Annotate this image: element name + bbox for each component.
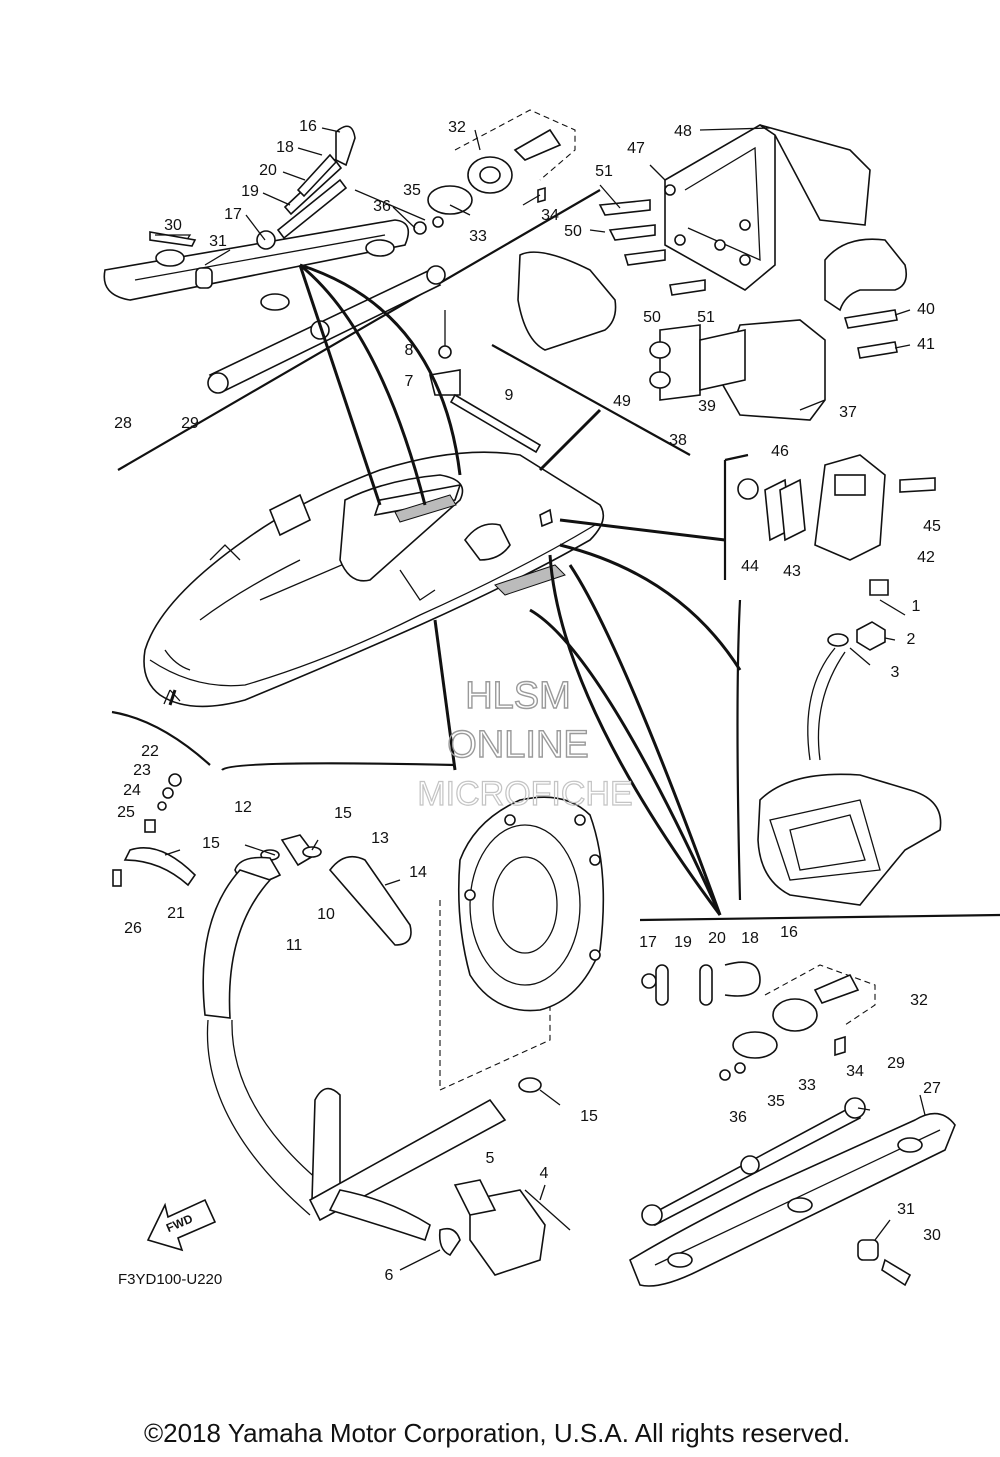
callout-9: 9 <box>505 387 514 404</box>
cover-assembly-upper <box>413 109 576 235</box>
callout-14: 14 <box>409 864 427 881</box>
pump-housing-center <box>439 796 605 1091</box>
callout-33: 33 <box>798 1077 816 1094</box>
callout-26: 26 <box>124 920 142 937</box>
callout-45: 45 <box>923 518 941 535</box>
callout-1: 1 <box>912 598 921 615</box>
hose-assembly <box>112 773 571 1276</box>
callout-36: 36 <box>373 198 391 215</box>
handle-assembly-lower <box>629 961 956 1287</box>
callout-29: 29 <box>887 1055 905 1072</box>
group-brackets <box>111 189 1000 922</box>
callout-34: 34 <box>541 207 559 224</box>
callout-44: 44 <box>741 558 759 575</box>
callout-20: 20 <box>259 162 277 179</box>
callout-30: 30 <box>923 1227 941 1244</box>
watermark: HLSM ONLINE MICROFICHE <box>417 674 634 813</box>
callout-7: 7 <box>405 373 414 390</box>
callout-46: 46 <box>771 443 789 460</box>
callout-3: 3 <box>891 664 900 681</box>
callout-31: 31 <box>209 233 227 250</box>
callout-22: 22 <box>141 743 159 760</box>
watermark-line1: HLSM <box>465 675 571 717</box>
callout-labels: 16 18 20 19 17 30 31 28 29 32 35 36 33 3… <box>114 118 941 1284</box>
callout-11: 11 <box>286 937 303 954</box>
callout-35: 35 <box>403 182 421 199</box>
callout-32: 32 <box>448 119 466 136</box>
callout-15: 15 <box>202 835 220 852</box>
callout-48: 48 <box>674 123 692 140</box>
callout-4: 4 <box>540 1165 549 1182</box>
callout-32: 32 <box>910 992 928 1009</box>
callout-27: 27 <box>923 1080 941 1097</box>
callout-8: 8 <box>405 342 414 359</box>
callout-51: 51 <box>697 309 715 326</box>
callout-49: 49 <box>613 393 631 410</box>
callout-17: 17 <box>224 206 242 223</box>
callout-16: 16 <box>299 118 317 135</box>
callout-20: 20 <box>708 930 726 947</box>
callout-50: 50 <box>564 223 582 240</box>
callout-51: 51 <box>595 163 613 180</box>
callout-19: 19 <box>241 183 259 200</box>
watercraft-hull <box>143 451 605 708</box>
tow-hook-assembly <box>737 454 936 561</box>
callout-16: 16 <box>780 924 798 941</box>
handle-assembly-upper <box>103 125 446 394</box>
callout-36: 36 <box>729 1109 747 1126</box>
leader-arrows <box>163 263 742 916</box>
callout-31: 31 <box>897 1201 915 1218</box>
callout-19: 19 <box>674 934 692 951</box>
watermark-line2: ONLINE <box>447 724 588 766</box>
clip-parts <box>429 310 542 454</box>
callout-43: 43 <box>783 563 801 580</box>
callout-39: 39 <box>698 398 716 415</box>
callout-37: 37 <box>839 404 857 421</box>
diagram-code: F3YD100-U220 <box>118 1271 222 1288</box>
callout-2: 2 <box>907 631 916 648</box>
callout-28: 28 <box>114 415 132 432</box>
callout-10: 10 <box>317 906 335 923</box>
callout-47: 47 <box>627 140 645 157</box>
callout-35: 35 <box>767 1093 785 1110</box>
copyright-notice: ©2018 Yamaha Motor Corporation, U.S.A. A… <box>144 1418 850 1448</box>
callout-15: 15 <box>580 1108 598 1125</box>
callout-15: 15 <box>334 805 352 822</box>
callout-25: 25 <box>117 804 135 821</box>
callout-21: 21 <box>167 905 185 922</box>
callout-17: 17 <box>639 934 657 951</box>
callout-12: 12 <box>234 799 252 816</box>
callout-38: 38 <box>669 432 687 449</box>
callout-29: 29 <box>181 415 199 432</box>
callout-40: 40 <box>917 301 935 318</box>
callout-13: 13 <box>371 830 389 847</box>
fwd-arrow-icon: FWD <box>146 1198 217 1252</box>
callout-leaders <box>155 127 926 1271</box>
storage-box-assembly <box>517 124 908 421</box>
callout-33: 33 <box>469 228 487 245</box>
callout-42: 42 <box>917 549 935 566</box>
jet-nozzle-housing <box>757 579 942 906</box>
callout-5: 5 <box>486 1150 495 1167</box>
watermark-line3: MICROFICHE <box>417 775 632 813</box>
callout-6: 6 <box>385 1267 394 1284</box>
callout-18: 18 <box>741 930 759 947</box>
callout-23: 23 <box>133 762 151 779</box>
callout-50: 50 <box>643 309 661 326</box>
callout-41: 41 <box>917 336 935 353</box>
callout-30: 30 <box>164 217 182 234</box>
callout-34: 34 <box>846 1063 864 1080</box>
callout-18: 18 <box>276 139 294 156</box>
callout-24: 24 <box>123 782 141 799</box>
